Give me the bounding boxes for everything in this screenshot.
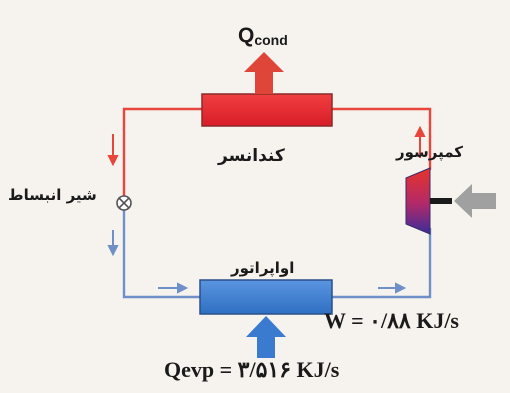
condenser-label: کندانسر — [218, 146, 285, 166]
work-label: W = ۰/۸۸ KJ/s — [324, 308, 459, 333]
compressor-shaft — [430, 198, 452, 204]
flow-arrow-left-down-lower — [107, 230, 119, 257]
flow-arrow-bottom-left — [158, 282, 189, 294]
shaft-work-arrow — [454, 184, 496, 218]
evaporator-box — [199, 279, 333, 315]
q-cond-label: Qcond — [238, 24, 288, 48]
flow-arrow-bottom-right — [378, 282, 407, 294]
condenser-heat-arrow — [244, 52, 284, 94]
evaporator-label: اواپراتور — [231, 259, 295, 277]
compressor-shape — [405, 167, 431, 235]
cold-refrigerant-line — [122, 208, 432, 299]
flow-arrow-left-down — [107, 134, 119, 167]
q-evap-label: Qevp = ۳/۵۱۶ KJ/s — [164, 357, 340, 382]
evaporator-heat-arrow — [246, 316, 286, 358]
flow-arrow-right-up — [414, 125, 426, 158]
condenser-box — [201, 93, 333, 127]
expansion-valve-label: شیر انبساط — [8, 186, 97, 204]
expansion-valve-icon — [116, 195, 132, 211]
hot-refrigerant-line — [122, 107, 432, 197]
compressor-label: کمپرسور — [396, 143, 464, 161]
